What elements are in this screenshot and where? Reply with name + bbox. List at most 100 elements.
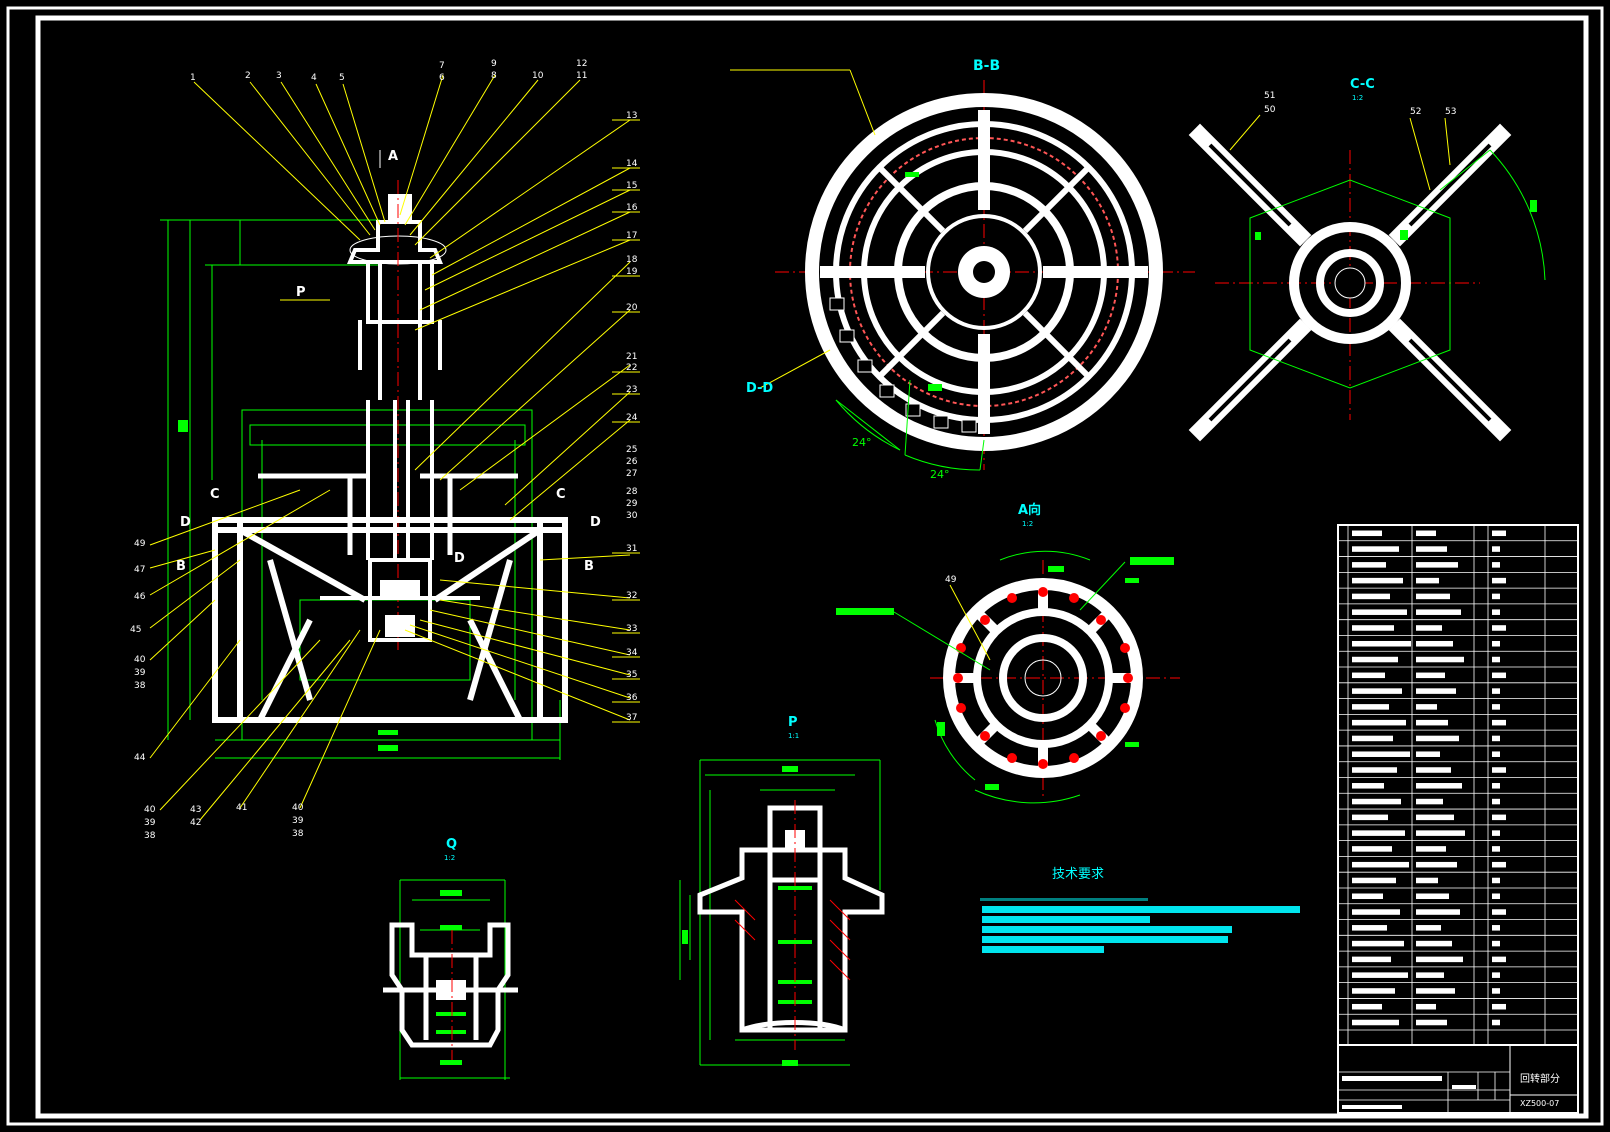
parts-cell-text: [1492, 640, 1500, 647]
parts-cell-text: [1492, 861, 1506, 868]
balloon-34: 34: [626, 648, 638, 658]
parts-cell-text: [1492, 719, 1506, 726]
balloon-38c: 38: [292, 829, 304, 839]
parts-cell-text: [1492, 988, 1500, 994]
parts-cell-text: [1492, 704, 1500, 710]
parts-cell-text: [1416, 704, 1437, 710]
balloon-30: 30: [626, 511, 638, 521]
parts-cell-text: [1352, 656, 1398, 663]
parts-cell-text: [1492, 940, 1500, 947]
balloon-46: 46: [134, 592, 146, 602]
parts-cell-text: [1416, 877, 1438, 884]
balloon-47: 47: [134, 565, 145, 575]
parts-cell-text: [1352, 925, 1387, 931]
title-block-drawing-no: XZ500-07: [1520, 1099, 1559, 1108]
parts-cell-text: [1416, 940, 1452, 947]
section-mark-a: A: [388, 149, 398, 164]
tech-requirements: 技术要求: [980, 867, 1300, 953]
parts-cell-text: [1416, 783, 1462, 789]
section-mark-d-right: D: [590, 515, 601, 530]
parts-cell-text: [1416, 925, 1441, 931]
parts-cell-text: [1492, 625, 1506, 631]
parts-cell-text: [1492, 546, 1500, 552]
parts-cell-text: [1492, 609, 1500, 615]
tech-title: 技术要求: [1052, 867, 1104, 882]
parts-cell-text: [1352, 972, 1408, 978]
parts-cell-text: [1492, 830, 1500, 836]
parts-cell-text: [1416, 656, 1464, 663]
balloon-40a: 40: [134, 655, 146, 665]
balloon-4: 4: [311, 73, 317, 83]
scale-q: 1:2: [444, 854, 455, 862]
parts-cell-text: [1352, 861, 1409, 868]
inner-frame: [35, 15, 1589, 1119]
parts-cell-text: [1352, 593, 1390, 600]
parts-cell-text: [1352, 672, 1385, 679]
parts-cell-text: [1352, 546, 1399, 552]
section-mark-b-left: B: [176, 559, 186, 574]
parts-cell-text: [1416, 751, 1440, 757]
parts-cell-text: [1492, 956, 1506, 963]
parts-cell-text: [1416, 861, 1457, 868]
parts-cell-text: [1352, 940, 1404, 947]
balloon-42: 42: [190, 818, 201, 828]
balloon-33: 33: [626, 624, 637, 634]
balloon-45: 45: [130, 625, 141, 635]
parts-cell-text: [1352, 609, 1407, 615]
parts-cell-text: [1416, 972, 1444, 978]
balloon-27: 27: [626, 469, 637, 479]
parts-cell-text: [1492, 814, 1506, 821]
balloon-19: 19: [626, 267, 638, 277]
balloon-23: 23: [626, 385, 637, 395]
parts-cell-text: [1416, 672, 1445, 679]
parts-cell-text: [1416, 562, 1458, 568]
balloon-49-a: 49: [945, 575, 957, 585]
balloon-17: 17: [626, 231, 637, 241]
balloon-43: 43: [190, 805, 201, 815]
parts-cell-text: [1492, 751, 1500, 757]
angle-label-2: 24°: [930, 468, 950, 481]
outer-frame: [6, 6, 1604, 1126]
parts-cell-text: [1352, 1019, 1399, 1026]
parts-cell-text: [1416, 593, 1450, 600]
title-cc: C-C: [1350, 77, 1375, 92]
parts-cell-text: [1352, 798, 1401, 805]
balloon-31: 31: [626, 544, 637, 554]
parts-cell-text: [1492, 688, 1500, 694]
balloon-1: 1: [190, 73, 196, 83]
balloon-40b: 40: [144, 805, 156, 815]
title-block-name: 回转部分: [1520, 1072, 1560, 1085]
parts-cell-text: [1416, 846, 1446, 852]
balloon-50: 50: [1264, 105, 1276, 115]
balloon-44: 44: [134, 753, 146, 763]
parts-cell-text: [1352, 783, 1384, 789]
balloon-40c: 40: [292, 803, 304, 813]
parts-cell-text: [1416, 798, 1443, 805]
section-mark-b-right: B: [584, 559, 594, 574]
parts-cell-text: [1352, 767, 1397, 773]
balloon-25: 25: [626, 445, 637, 455]
parts-cell-text: [1492, 593, 1500, 600]
parts-cell-text: [1416, 530, 1436, 537]
parts-cell-text: [1352, 735, 1393, 742]
parts-cell-text: [1352, 846, 1392, 852]
balloon-5: 5: [339, 73, 345, 83]
balloon-53: 53: [1445, 107, 1456, 117]
parts-cell-text: [1416, 956, 1463, 963]
parts-cell-text: [1352, 988, 1395, 994]
main-elevation-view: 1 2 3 4 5 7 6 9 8 10 12 11 13 14 15 16 1…: [130, 59, 640, 841]
parts-cell-text: [1416, 909, 1460, 915]
scale-a: 1:2: [1022, 520, 1033, 528]
view-q: Q 1:2: [383, 837, 518, 1080]
parts-cell-text: [1492, 877, 1500, 884]
balloon-24: 24: [626, 413, 638, 423]
parts-cell-text: [1416, 546, 1447, 552]
balloon-38b: 38: [144, 831, 156, 841]
parts-cell-text: [1416, 988, 1455, 994]
balloon-28: 28: [626, 487, 638, 497]
parts-cell-text: [1492, 1019, 1500, 1026]
section-bb-view: B-B: [730, 58, 1195, 481]
balloon-32: 32: [626, 591, 637, 601]
balloon-22: 22: [626, 363, 637, 373]
